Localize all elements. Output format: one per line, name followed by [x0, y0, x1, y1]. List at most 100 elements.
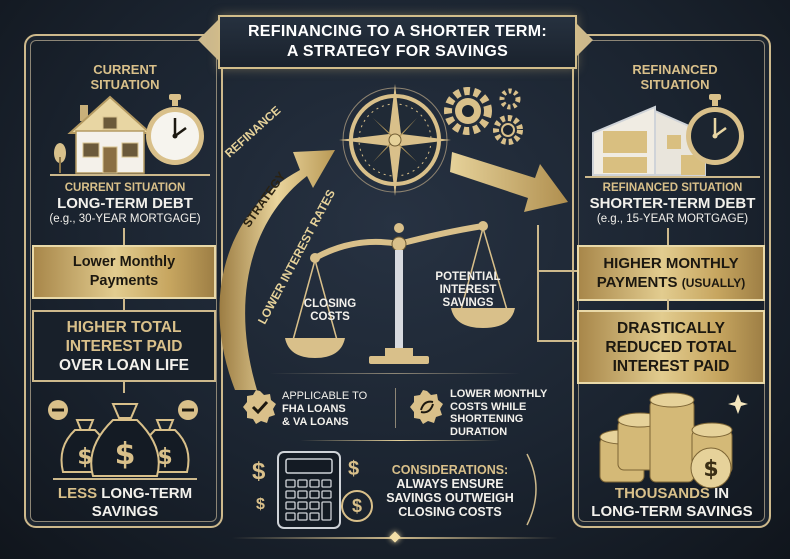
considerations-label: CONSIDERATIONS:	[391, 463, 509, 477]
badge-lower-costs: LOWER MONTHLY COSTS WHILE SHORTENING DUR…	[450, 388, 547, 438]
left-box-higher-interest: HIGHER TOTAL INTEREST PAID OVER LOAN LIF…	[32, 310, 216, 382]
left-header: CURRENT SITUATION	[60, 62, 190, 92]
balance-scale-icon	[285, 221, 515, 364]
dollar-icon-small: $	[256, 496, 265, 513]
badge2-line-4: DURATION	[450, 425, 508, 438]
refinance-strategy-arrow	[219, 150, 335, 390]
left-debt-label: LONG-TERM DEBT	[57, 195, 193, 212]
right-subtitle: REFINANCED SITUATION	[602, 182, 743, 194]
badge-divider	[395, 388, 396, 428]
bracket-ornament	[526, 453, 537, 526]
left-box1-line-1: Lower Monthly	[72, 254, 176, 270]
minus-icon	[178, 400, 198, 420]
right-savings-word-2: IN	[714, 485, 730, 502]
left-connector-2	[123, 298, 125, 310]
scale-right-label: POTENTIAL INTEREST SAVINGS	[418, 271, 518, 310]
scale-right-line-2: INTEREST	[439, 284, 497, 296]
right-header-line-1: REFINANCED	[632, 62, 718, 77]
left-header-line-2: SITUATION	[90, 77, 160, 92]
left-savings-word-2: LONG-TERM	[101, 485, 193, 502]
right-panel-frame	[572, 34, 771, 528]
right-box2-line-2: REDUCED TOTAL	[605, 338, 737, 356]
right-example: (e.g., 15-YEAR MORTGAGE)	[596, 213, 749, 225]
title-line-1: REFINANCING TO A SHORTER TERM:	[247, 23, 548, 40]
scale-base-line	[270, 373, 520, 374]
right-box2-line-3: INTEREST PAID	[612, 357, 730, 375]
calculator-icon	[277, 451, 341, 529]
coin-stack-icon: $	[599, 392, 748, 489]
title-ribbon-right	[573, 20, 593, 60]
left-box2-line-1: HIGHER TOTAL	[66, 318, 182, 336]
considerations-line-3: CLOSING COSTS	[398, 505, 502, 519]
left-connector-1	[123, 228, 125, 246]
dollar-coin-icon: $	[341, 490, 373, 522]
scale-right-line-1: POTENTIAL	[435, 271, 501, 283]
refresh-badge-icon	[410, 390, 443, 424]
sparkle-icon	[728, 394, 748, 414]
compass-icon	[339, 84, 451, 196]
house-icon	[50, 95, 210, 176]
scale-left-line-1: CLOSING	[303, 298, 357, 310]
left-connector-3	[123, 381, 125, 393]
left-example: (e.g., 30-YEAR MORTGAGE)	[49, 213, 201, 225]
title-line-2: A STRATEGY FOR SAVINGS	[286, 43, 509, 60]
left-subtitle: CURRENT SITUATION	[64, 182, 186, 194]
left-box1-line-2: Payments	[89, 273, 159, 289]
svg-text:$: $	[77, 445, 92, 470]
checkmark-badge-icon	[243, 390, 276, 424]
gears-icon	[444, 87, 523, 145]
left-box-lower-payments: Lower Monthly Payments	[32, 245, 216, 299]
right-savings-line-2: LONG-TERM SAVINGS	[591, 503, 753, 520]
svg-text:$: $	[115, 437, 136, 472]
right-connector-2	[667, 299, 669, 311]
stopwatch-icon	[146, 94, 204, 165]
svg-text:$: $	[703, 457, 718, 482]
badge-applicable: APPLICABLE TO FHA LOANS & VA LOANS	[282, 390, 367, 429]
right-situation-labels: REFINANCED SITUATION SHORTER-TERM DEBT (…	[585, 181, 760, 226]
stopwatch-icon-right	[686, 94, 744, 165]
page-title: REFINANCING TO A SHORTER TERM: A STRATEG…	[218, 15, 577, 69]
right-box1-line-1: HIGHER MONTHLY	[603, 254, 739, 272]
left-situation-labels: CURRENT SITUATION LONG-TERM DEBT (e.g., …	[40, 181, 210, 226]
badge2-line-3: SHORTENING	[450, 413, 524, 425]
svg-text:$: $	[157, 445, 172, 470]
title-ribbon-left	[198, 20, 218, 60]
right-savings-word-1: THOUSANDS	[614, 485, 710, 502]
right-header-line-2: SITUATION	[640, 77, 710, 92]
right-header: REFINANCED SITUATION	[600, 62, 750, 92]
branch-line-bottom	[537, 340, 577, 342]
badge1-line-3: & VA LOANS	[282, 416, 349, 428]
dollar-icon: $	[252, 458, 266, 485]
branch-line-top	[537, 270, 577, 272]
considerations-line-2: SAVINGS OUTWEIGH	[386, 491, 514, 505]
right-box-reduced-interest: DRASTICALLY REDUCED TOTAL INTEREST PAID	[577, 310, 765, 384]
badge1-line-2: FHA LOANS	[282, 403, 346, 415]
considerations-line-1: ALWAYS ENSURE	[396, 477, 504, 491]
right-savings-label: THOUSANDS IN LONG-TERM SAVINGS	[582, 485, 762, 521]
right-box1-line-2a: PAYMENTS	[596, 273, 678, 291]
considerations-text: CONSIDERATIONS: ALWAYS ENSURE SAVINGS OU…	[375, 463, 525, 519]
right-debt-label: SHORTER-TERM DEBT	[589, 195, 756, 212]
right-connector-1	[667, 228, 669, 246]
badge2-line-2: COSTS WHILE	[450, 400, 527, 413]
left-header-line-1: CURRENT	[93, 62, 157, 77]
right-box2-line-1: DRASTICALLY	[617, 319, 725, 337]
badge2-line-1: LOWER MONTHLY	[450, 388, 548, 400]
modern-house-icon	[585, 105, 760, 178]
left-savings-word-1: LESS	[57, 485, 98, 502]
branch-line-vertical	[537, 225, 539, 340]
diamond-ornament	[389, 531, 401, 543]
money-bag-icon: $ $ $	[48, 400, 198, 480]
scale-right-line-3: SAVINGS	[442, 297, 494, 309]
right-arrow-icon	[450, 152, 568, 212]
left-box2-line-3: OVER LOAN LIFE	[58, 356, 190, 374]
badge1-line-1: APPLICABLE TO	[282, 390, 368, 402]
left-savings-line-2: SAVINGS	[91, 503, 159, 520]
right-box1-line-2b: (USUALLY)	[681, 275, 746, 290]
left-box2-line-2: INTEREST PAID	[65, 337, 183, 355]
badge-underline	[300, 440, 500, 441]
scale-left-line-2: COSTS	[310, 311, 350, 323]
scale-left-label: CLOSING COSTS	[285, 298, 375, 324]
minus-icon	[48, 400, 68, 420]
dollar-icon-right: $	[348, 458, 360, 480]
